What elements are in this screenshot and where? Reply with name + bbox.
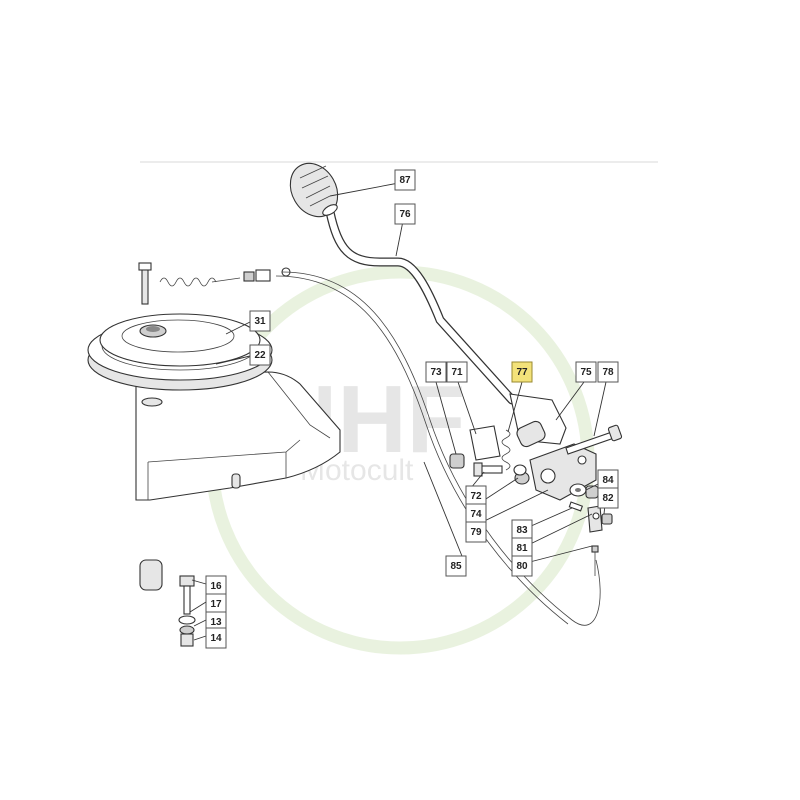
gear-lever [289,162,517,405]
callout-number: 71 [451,367,463,378]
callout-box [425,361,447,383]
part-callout-74: 74 [465,503,487,525]
part-callout-31: 31 [249,310,271,332]
callout-number: 22 [254,350,266,361]
part-callout-83: 83 [511,519,533,541]
part-callout-76: 76 [394,203,416,225]
callout-box [394,203,416,225]
callout-number: 81 [516,543,528,554]
part-callout-77: 77 [511,361,533,383]
callout-number: 83 [516,525,528,536]
callout-box [575,361,597,383]
callout-number: 73 [430,367,442,378]
deck-housing [135,371,341,501]
callout-labels: 87 76 31 22 73 71 77 75 78 84 82 72 74 79 83 81 80 85 16 17… [205,169,619,649]
callout-box [445,555,467,577]
pulley [87,313,273,391]
part-callout-14: 14 [205,627,227,649]
callout-box [446,361,468,383]
callout-number: 79 [470,527,482,538]
callout-number: 74 [470,509,482,520]
control-cable-inner [275,275,569,625]
callout-number: 82 [602,493,614,504]
callout-number: 78 [602,367,614,378]
part-callout-22: 22 [249,344,271,366]
part-callout-72: 72 [465,485,487,507]
callout-number: 84 [602,475,614,486]
callout-number: 16 [210,581,222,592]
callout-box [394,169,416,191]
part-callout-81: 81 [511,537,533,559]
part-callout-87: 87 [394,169,416,191]
cable-end [591,545,599,553]
part-callout-85: 85 [445,555,467,577]
callout-number: 85 [450,561,462,572]
callout-number: 14 [210,633,222,644]
part-callout-17: 17 [205,593,227,615]
part-callout-75: 75 [575,361,597,383]
part-callout-71: 71 [446,361,468,383]
leader-lines [189,181,607,641]
bolt-stack [139,559,196,647]
part-callout-16: 16 [205,575,227,597]
callout-box [465,521,487,543]
tension-spring [138,262,291,305]
callout-number: 80 [516,561,528,572]
callout-number: 77 [516,367,528,378]
callout-box [205,627,227,649]
callout-box [597,361,619,383]
part-callout-73: 73 [425,361,447,383]
callout-box [511,555,533,577]
callout-number: 76 [399,209,411,220]
part-callout-79: 79 [465,521,487,543]
part-callout-82: 82 [597,487,619,509]
callout-box [249,344,271,366]
callout-number: 13 [210,617,222,628]
callout-number: 17 [210,599,222,610]
callout-number: 72 [470,491,482,502]
callout-number: 31 [254,316,266,327]
lever-knob [289,162,339,218]
part-callout-84: 84 [597,469,619,491]
lever-bracket [449,393,623,533]
part-callout-78: 78 [597,361,619,383]
callout-box [249,310,271,332]
callout-box [597,487,619,509]
part-callout-80: 80 [511,555,533,577]
callout-number: 75 [580,367,592,378]
callout-number: 87 [399,175,411,186]
callout-box [511,361,533,383]
